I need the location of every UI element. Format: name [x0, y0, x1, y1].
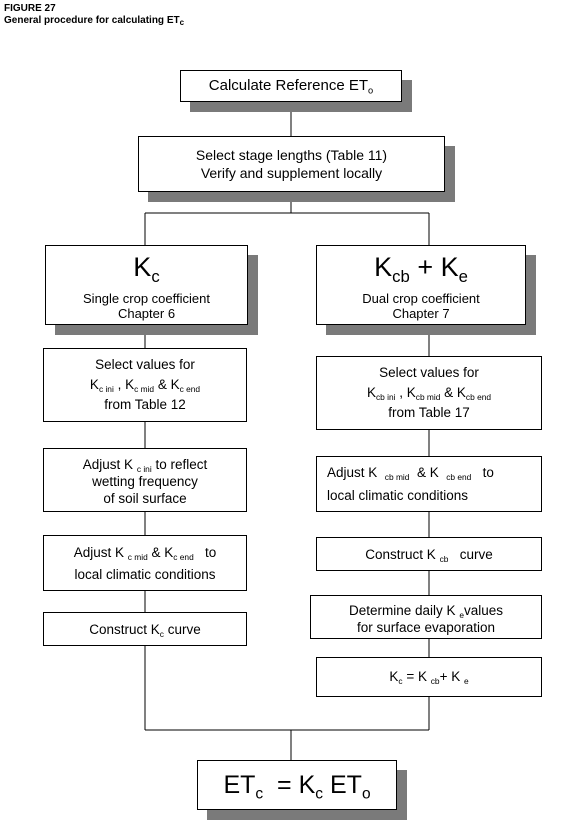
right-determine-ke-box: Determine daily K evalues for surface ev… [310, 595, 542, 639]
kc-symbol: Kc [133, 252, 160, 286]
left-select-line3: from Table 12 [104, 397, 186, 412]
left-adjust-kc-mid-end-box: Adjust K c mid & Kc end to local climati… [43, 535, 247, 591]
left-select-line2: Kc ini , Kc mid & Kc end [89, 377, 201, 394]
left-adjust-kc-ini-box: Adjust K c ini to reflect wetting freque… [43, 448, 247, 512]
right-adjust-line2: local climatic conditions [327, 488, 469, 503]
left-construct-text: Construct Kc curve [89, 622, 201, 639]
right-adjust-kcb-box: Adjust K cb mid & K cb end to local clim… [316, 456, 542, 512]
right-construct-text: Construct K cb curve [365, 547, 493, 564]
reference-et-box: Calculate Reference ETo [180, 70, 402, 102]
left-select-values-box: Select values for Kc ini , Kc mid & Kc e… [43, 348, 247, 422]
dual-crop-label: Dual crop coefficient [362, 291, 480, 306]
right-adjust-line1: Adjust K cb mid & K cb end to [327, 465, 494, 482]
final-etc-box: ETc = Kc ETo [197, 760, 397, 810]
right-select-line1: Select values for [379, 365, 479, 380]
right-select-line3: from Table 17 [388, 405, 470, 420]
single-crop-coefficient-box: Kc Single crop coefficient Chapter 6 [45, 245, 248, 325]
left-select-line1: Select values for [95, 357, 195, 372]
dual-crop-coefficient-box: Kcb + Ke Dual crop coefficient Chapter 7 [316, 245, 526, 325]
right-kc-sum-text: Kc = K cb+ K e [389, 669, 469, 686]
left-adjust-mid-line1: Adjust K c mid & Kc end to [73, 545, 217, 562]
right-select-line2: Kcb ini , Kcb mid & Kcb end [366, 385, 492, 402]
dual-crop-chapter: Chapter 7 [392, 306, 450, 321]
left-adjust-ini-line2: wetting frequency [92, 474, 198, 489]
stage-lengths-line1: Select stage lengths (Table 11) [195, 147, 388, 163]
stage-lengths-line2: Verify and supplement locally [200, 165, 383, 181]
right-determine-line1: Determine daily K evalues [349, 603, 503, 620]
left-construct-kc-box: Construct Kc curve [43, 612, 247, 646]
reference-et-text: Calculate Reference ET [208, 77, 369, 94]
right-kc-sum-box: Kc = K cb+ K e [316, 657, 542, 697]
left-adjust-ini-line3: of soil surface [103, 491, 187, 506]
figure-label: FIGURE 27 [4, 3, 56, 14]
right-construct-kcb-box: Construct K cb curve [316, 537, 542, 571]
left-adjust-mid-line2: local climatic conditions [74, 567, 216, 582]
left-adjust-ini-line1: Adjust K c ini to reflect [82, 457, 208, 474]
single-crop-label: Single crop coefficient [83, 291, 210, 306]
figure-title: General procedure for calculating ETc [4, 15, 185, 27]
single-crop-chapter: Chapter 6 [117, 306, 176, 321]
right-select-values-box: Select values for Kcb ini , Kcb mid & Kc… [316, 356, 542, 430]
right-determine-line2: for surface evaporation [356, 620, 496, 635]
stage-lengths-box: Select stage lengths (Table 11) Verify a… [138, 136, 445, 192]
final-etc-equation: ETc = Kc ETo [223, 771, 371, 803]
kcb-ke-symbol: Kcb + Ke [374, 252, 468, 286]
